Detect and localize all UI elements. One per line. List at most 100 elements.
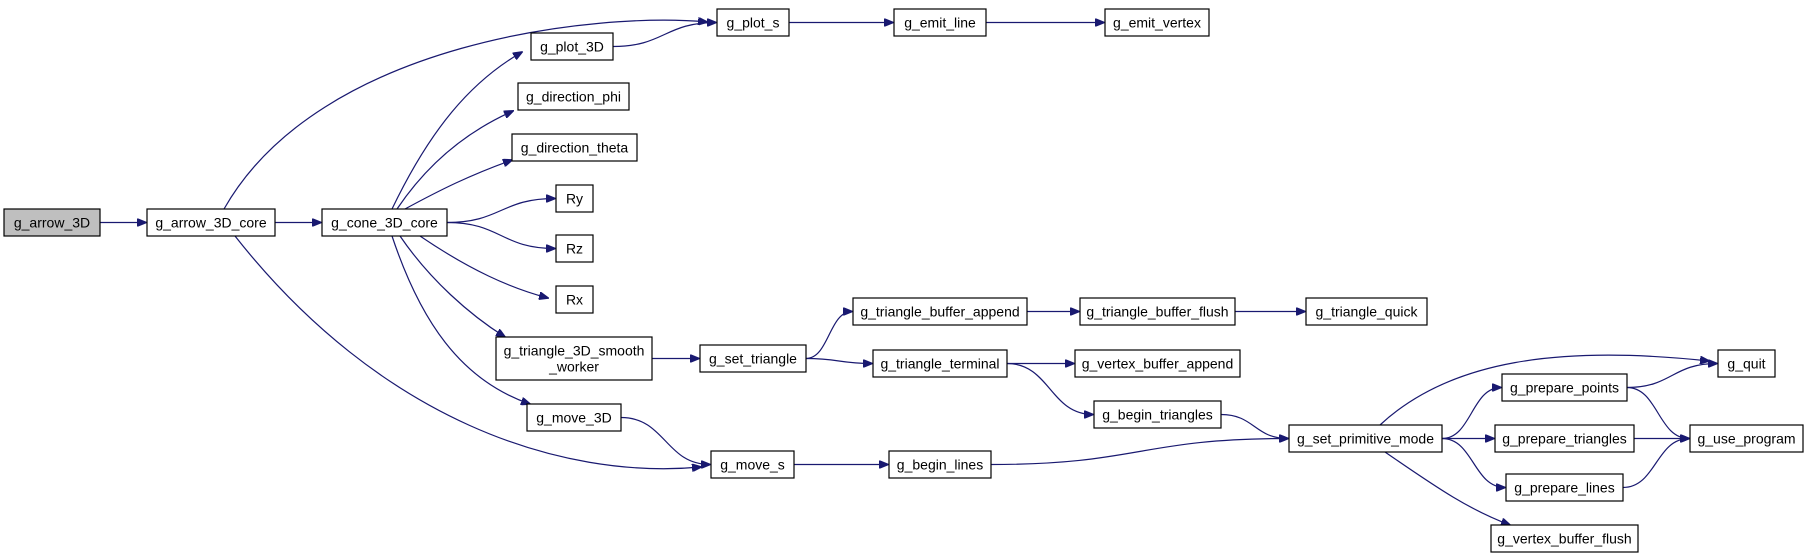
node-box bbox=[1501, 373, 1628, 402]
edge-g-move-3d-to-g-move-s bbox=[620, 416, 710, 465]
edge-g-set-triangle-to-g-triangle-terminal bbox=[805, 357, 872, 364]
node-box bbox=[1079, 297, 1236, 326]
node-g-emit-line[interactable]: g_emit_line bbox=[893, 8, 987, 37]
edge-g-arrow-3d-core-to-g-plot-s bbox=[223, 20, 707, 210]
node-g-set-triangle[interactable]: g_set_triangle bbox=[699, 344, 807, 373]
node-g-begin-lines[interactable]: g_begin_lines bbox=[888, 450, 992, 479]
node-g-use-program[interactable]: g_use_program bbox=[1689, 424, 1804, 453]
node-g-vertex-buffer-append[interactable]: g_vertex_buffer_append bbox=[1074, 349, 1241, 378]
node-label: g_arrow_3D_core bbox=[155, 215, 266, 231]
node-label: g_plot_3D bbox=[540, 39, 604, 55]
edge-g-cone-3d-core-to-g-triangle-3d-smooth-worker bbox=[399, 235, 505, 337]
node-rx[interactable]: Rx bbox=[555, 285, 594, 314]
edge-g-cone-3d-core-to-g-direction-phi bbox=[396, 111, 513, 210]
node-label: g_emit_vertex bbox=[1113, 15, 1201, 31]
node-box bbox=[1104, 8, 1210, 37]
node-g-direction-theta[interactable]: g_direction_theta bbox=[511, 133, 638, 162]
node-g-set-primitive-mode[interactable]: g_set_primitive_mode bbox=[1288, 424, 1443, 453]
node-label: g_emit_line bbox=[904, 15, 976, 31]
node-g-triangle-terminal[interactable]: g_triangle_terminal bbox=[872, 349, 1008, 378]
node-label: Ry bbox=[566, 191, 583, 207]
node-label: g_triangle_3D_smooth bbox=[504, 343, 645, 359]
node-box bbox=[893, 8, 987, 37]
node-box bbox=[1490, 524, 1639, 553]
edge-g-triangle-terminal-to-g-begin-triangles bbox=[1006, 362, 1093, 415]
node-g-prepare-points[interactable]: g_prepare_points bbox=[1501, 373, 1628, 402]
node-box bbox=[3, 208, 101, 237]
node-g-begin-triangles[interactable]: g_begin_triangles bbox=[1093, 400, 1222, 429]
node-g-cone-3d-core[interactable]: g_cone_3D_core bbox=[321, 208, 448, 237]
node-box bbox=[888, 450, 992, 479]
node-g-direction-phi[interactable]: g_direction_phi bbox=[517, 82, 630, 111]
node-g-prepare-triangles[interactable]: g_prepare_triangles bbox=[1494, 424, 1635, 453]
node-label: g_move_s bbox=[720, 457, 785, 473]
node-box bbox=[1093, 400, 1222, 429]
node-box bbox=[1717, 349, 1776, 378]
edge-g-prepare-points-to-g-use-program bbox=[1626, 386, 1689, 439]
node-g-triangle-buffer-flush[interactable]: g_triangle_buffer_flush bbox=[1079, 297, 1236, 326]
node-label: Rx bbox=[566, 292, 583, 308]
node-label: g_prepare_points bbox=[1510, 380, 1619, 396]
node-label: g_triangle_buffer_flush bbox=[1086, 304, 1228, 320]
node-label: g_triangle_terminal bbox=[880, 356, 999, 372]
edge-g-set-primitive-mode-to-g-prepare-points bbox=[1441, 388, 1501, 440]
node-box bbox=[852, 297, 1028, 326]
node-label: g_use_program bbox=[1697, 431, 1795, 447]
node-label: g_plot_s bbox=[727, 15, 780, 31]
node-g-arrow-3d-core[interactable]: g_arrow_3D_core bbox=[146, 208, 276, 237]
node-box bbox=[511, 133, 638, 162]
edge-g-prepare-points-to-g-quit bbox=[1626, 364, 1717, 389]
node-box bbox=[495, 336, 653, 381]
node-g-plot-3d[interactable]: g_plot_3D bbox=[530, 32, 614, 61]
edge-g-cone-3d-core-to-rz bbox=[446, 221, 555, 249]
node-label: g_quit bbox=[1727, 356, 1765, 372]
node-box bbox=[699, 344, 807, 373]
node-box bbox=[1288, 424, 1443, 453]
node-g-triangle-quick[interactable]: g_triangle_quick bbox=[1305, 297, 1428, 326]
node-g-triangle-buffer-append[interactable]: g_triangle_buffer_append bbox=[852, 297, 1028, 326]
node-g-prepare-lines[interactable]: g_prepare_lines bbox=[1505, 473, 1624, 502]
node-g-plot-s[interactable]: g_plot_s bbox=[716, 8, 790, 37]
edge-g-begin-lines-to-g-set-primitive-mode bbox=[990, 439, 1288, 466]
node-g-vertex-buffer-flush[interactable]: g_vertex_buffer_flush bbox=[1490, 524, 1639, 553]
node-box bbox=[146, 208, 276, 237]
node-box bbox=[555, 285, 594, 314]
node-label: g_direction_phi bbox=[526, 89, 621, 105]
node-label: g_triangle_quick bbox=[1316, 304, 1419, 320]
edge-g-arrow-3d-core-to-g-move-s bbox=[234, 235, 701, 469]
node-label: g_arrow_3D bbox=[14, 215, 90, 231]
node-label: g_vertex_buffer_flush bbox=[1497, 531, 1631, 547]
edge-g-set-triangle-to-g-triangle-buffer-append bbox=[805, 312, 852, 360]
edge-g-prepare-lines-to-g-use-program bbox=[1622, 439, 1689, 489]
edge-g-cone-3d-core-to-g-direction-theta bbox=[404, 160, 512, 210]
node-ry[interactable]: Ry bbox=[555, 184, 594, 213]
node-label: g_prepare_lines bbox=[1514, 480, 1614, 496]
node-rz[interactable]: Rz bbox=[555, 234, 594, 263]
node-g-quit[interactable]: g_quit bbox=[1717, 349, 1776, 378]
node-label: g_begin_lines bbox=[897, 457, 983, 473]
node-box bbox=[1494, 424, 1635, 453]
node-label: Rz bbox=[566, 241, 583, 257]
node-g-move-s[interactable]: g_move_s bbox=[710, 450, 795, 479]
node-g-triangle-3d-smooth-worker[interactable]: g_triangle_3D_smooth_worker bbox=[495, 336, 653, 381]
node-g-arrow-3d[interactable]: g_arrow_3D bbox=[3, 208, 101, 237]
edge-g-cone-3d-core-to-g-plot-3d bbox=[391, 52, 522, 210]
node-box bbox=[872, 349, 1008, 378]
node-label: g_cone_3D_core bbox=[331, 215, 438, 231]
edge-g-begin-triangles-to-g-set-primitive-mode bbox=[1220, 413, 1288, 439]
node-g-move-3d[interactable]: g_move_3D bbox=[526, 403, 622, 432]
edge-g-set-primitive-mode-to-g-vertex-buffer-flush bbox=[1384, 451, 1510, 525]
node-g-emit-vertex[interactable]: g_emit_vertex bbox=[1104, 8, 1210, 37]
node-box bbox=[716, 8, 790, 37]
edge-g-set-primitive-mode-to-g-prepare-lines bbox=[1441, 437, 1505, 488]
edge-g-set-primitive-mode-to-g-quit bbox=[1379, 354, 1709, 426]
node-label: g_move_3D bbox=[536, 410, 612, 426]
node-box bbox=[555, 184, 594, 213]
node-label: g_direction_theta bbox=[521, 140, 629, 156]
node-label: g_prepare_triangles bbox=[1502, 431, 1627, 447]
node-box bbox=[1689, 424, 1804, 453]
node-box bbox=[1505, 473, 1624, 502]
node-label: g_triangle_buffer_append bbox=[860, 304, 1019, 320]
